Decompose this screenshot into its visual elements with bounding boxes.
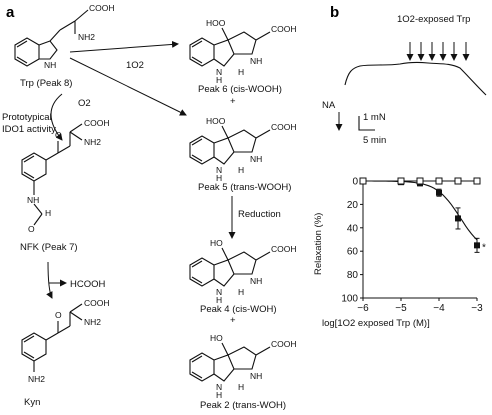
nfk-nh2: NH2: [84, 137, 101, 147]
nfk-o2: O: [28, 224, 35, 234]
nfk-label: NFK (Peak 7): [20, 242, 78, 253]
peak4-ho: HO: [210, 238, 223, 248]
plus-1: +: [230, 96, 236, 107]
peak5-hn: H: [238, 165, 244, 175]
trp-structure: COOH NH2 NH: [14, 3, 115, 70]
y-tick-label: 0: [352, 177, 358, 188]
filled-square-point: [455, 215, 461, 222]
fit-curve: [363, 180, 478, 241]
peak6-hn: H: [238, 67, 244, 77]
exposed-trp-label: 1O2-exposed Trp: [397, 14, 470, 25]
significance-star: *: [482, 242, 486, 253]
plus-2: +: [230, 315, 236, 326]
reduction-label: Reduction: [238, 209, 281, 220]
peak2-label: Peak 2 (trans-WOH): [200, 400, 286, 411]
peak4-label: Peak 4 (cis-WOH): [200, 304, 277, 315]
peak2-cooh: COOH: [271, 339, 297, 349]
peak6-structure: HOO COOH N H NH H: [189, 18, 297, 85]
x-tick-label: −3: [471, 303, 483, 314]
panel-a-label: a: [6, 4, 15, 21]
nfk-o: O: [55, 130, 62, 140]
peak5-structure: HOO COOH N H NH H: [189, 116, 297, 183]
scale-x-label: 5 min: [363, 135, 386, 146]
peak2-hn: H: [238, 382, 244, 392]
singlet-oxygen-label: 1O2: [126, 60, 144, 71]
arrow-nfk-to-kyn: [46, 261, 53, 299]
chart-xlabel: log[1O2 exposed Trp (M)]: [322, 318, 430, 329]
open-square-point: [435, 177, 443, 185]
filled-square-point: [474, 242, 480, 249]
peak6-h: H: [216, 75, 222, 85]
kyn-structure: O COOH NH2 NH2: [21, 298, 110, 384]
chart-ylabel: Relaxation (%): [313, 213, 324, 275]
open-square-point: [454, 177, 462, 185]
nfk-h: H: [45, 208, 51, 218]
x-tick-label: −5: [395, 303, 407, 314]
peak2-nh: NH: [250, 371, 262, 381]
trp-nh: NH: [44, 60, 56, 70]
panel-b-label: b: [330, 4, 339, 21]
scale-bar: [358, 116, 375, 131]
peak6-hoo: HOO: [206, 18, 226, 28]
y-tick-label: 60: [347, 247, 359, 258]
filled-square-point: [436, 189, 442, 196]
peak6-cooh: COOH: [271, 24, 297, 34]
peak6-label: Peak 6 (cis-WOOH): [198, 84, 282, 95]
nfk-structure: O COOH NH2 NH H O: [21, 118, 110, 234]
peak6-n: N: [216, 67, 222, 77]
kyn-cooh: COOH: [84, 298, 110, 308]
peak5-label: Peak 5 (trans-WOOH): [198, 182, 291, 193]
ido-label-line2: IDO1 activity: [2, 124, 56, 135]
arrow-trp-to-peak5: [69, 57, 187, 116]
hcooh-label: HCOOH: [70, 279, 106, 290]
scale-y-label: 1 mN: [363, 112, 386, 123]
y-tick-label: 80: [347, 270, 359, 281]
tension-trace: [344, 61, 487, 96]
peak2-n: N: [216, 382, 222, 392]
o2-label: O2: [78, 98, 91, 109]
y-tick-label: 100: [341, 294, 358, 305]
peak2-structure: HO COOH N H NH H: [189, 333, 297, 400]
trp-cooh: COOH: [89, 3, 115, 13]
kyn-nh2: NH2: [84, 317, 101, 327]
peak4-n: N: [216, 287, 222, 297]
peak2-h: H: [216, 390, 222, 400]
peak4-nh: NH: [250, 276, 262, 286]
arrow-trp-to-nfk: [50, 93, 63, 141]
peak5-hoo: HOO: [206, 116, 226, 126]
x-tick-label: −4: [433, 303, 445, 314]
x-tick-label: −6: [357, 303, 369, 314]
y-tick-label: 40: [347, 223, 359, 234]
open-square-point: [397, 177, 405, 185]
peak5-cooh: COOH: [271, 122, 297, 132]
peak4-structure: HO COOH N H NH H: [189, 238, 297, 305]
peak5-h: H: [216, 173, 222, 183]
relaxation-chart: 0 20 40 60 80 100−6 −5 −4 −3 *: [341, 177, 486, 315]
peak5-n: N: [216, 165, 222, 175]
trp-label: Trp (Peak 8): [20, 78, 72, 89]
open-square-point: [416, 177, 424, 185]
peak4-hn: H: [238, 287, 244, 297]
peak4-h: H: [216, 295, 222, 305]
y-tick-label: 20: [347, 200, 359, 211]
peak6-nh: NH: [250, 56, 262, 66]
kyn-o: O: [55, 310, 62, 320]
nfk-cooh: COOH: [84, 118, 110, 128]
na-label: NA: [322, 100, 336, 111]
peak2-ho: HO: [210, 333, 223, 343]
ido-label-line1: Prototypical: [2, 112, 52, 123]
arrow-trp-to-peak6: [69, 40, 179, 53]
open-square-point: [359, 177, 367, 185]
addition-arrows: [406, 42, 470, 61]
kyn-label: Kyn: [24, 397, 40, 408]
peak4-cooh: COOH: [271, 244, 297, 254]
peak5-nh: NH: [250, 154, 262, 164]
nfk-nh: NH: [27, 195, 39, 205]
open-square-point: [473, 177, 481, 185]
kyn-nh2-ring: NH2: [28, 374, 45, 384]
trp-nh2: NH2: [78, 32, 95, 42]
